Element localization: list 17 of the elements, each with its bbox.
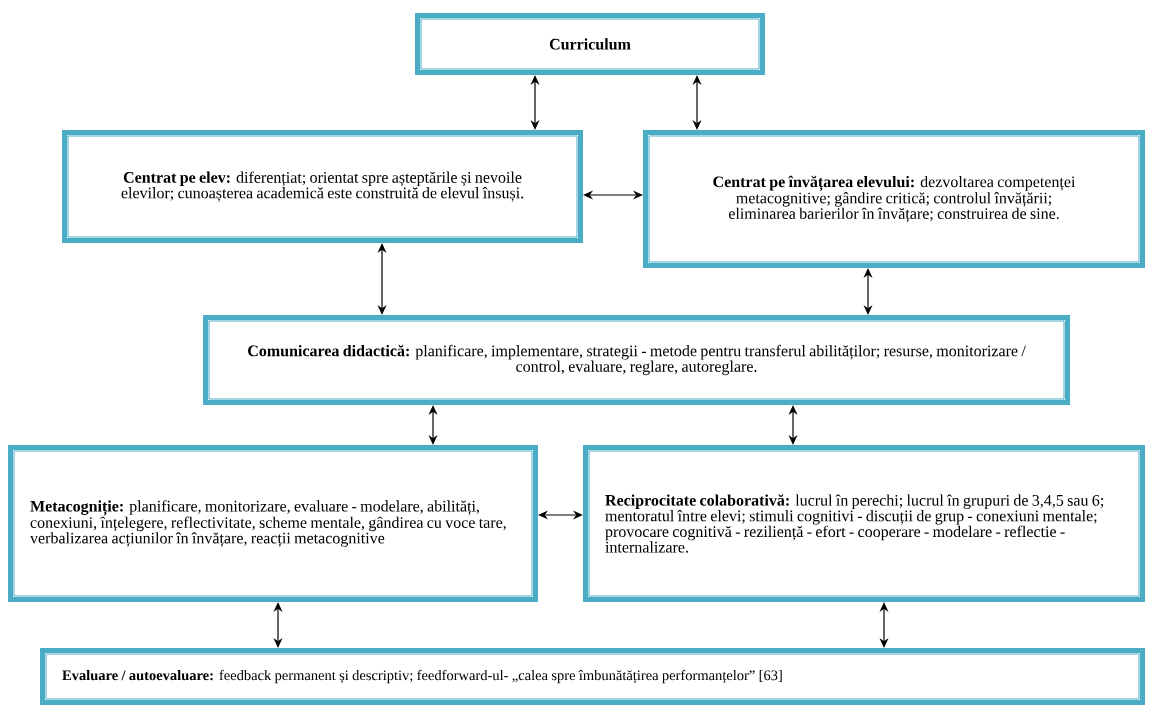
arrow (863, 268, 873, 315)
text-box: Metacogniție: planificare, monitorizare, evaluare - modelare, abilități, conexiuni, înțelegere, reflectivitate, scheme mentale, gândirea cu voce tare, verbalizarea acțiunilor în învățare, reacții metacognitive (8, 445, 538, 602)
text-box: Evaluare / autoevaluare: feedback permanent și descriptiv; feedforward-ul- „calea spre îmbunătățirea performanțelor” [63] (40, 648, 1145, 705)
arrow (692, 75, 702, 130)
text-box: Reciprocitate colaborativă: lucrul în perechi; lucrul în grupuri de 3,4,5 sau 6; mentoratul între elevi; stimuli cognitivi - discuții de grup - conexiuni mentale; provocare cognitivă - reziliență - efort - cooperare - modelare - reflectie - internalizare. (583, 445, 1145, 602)
text-box: Centrat pe elev: diferențiat; orientat spre așteptările și nevoile elevilor; cunoașterea academică este construită de elevul însuși. (62, 130, 583, 243)
text-box: Comunicarea didactică: planificare, implementare, strategii - metode pentru transferul abilităților; resurse, monitorizare / control, evaluare, reglare, autoreglare. (203, 315, 1070, 405)
arrow (583, 190, 643, 200)
arrow (788, 405, 798, 445)
arrow (879, 602, 889, 648)
arrow (273, 602, 283, 648)
text-box: Curriculum (415, 13, 765, 75)
arrow (530, 75, 540, 130)
arrow (428, 405, 438, 445)
text-box: Centrat pe învățarea elevului: dezvoltarea competenței metacognitive; gândire critică; controlul învățării; eliminarea barierilor în învățare; construirea de sine. (643, 130, 1145, 268)
arrow (538, 510, 583, 520)
arrow (377, 243, 387, 315)
